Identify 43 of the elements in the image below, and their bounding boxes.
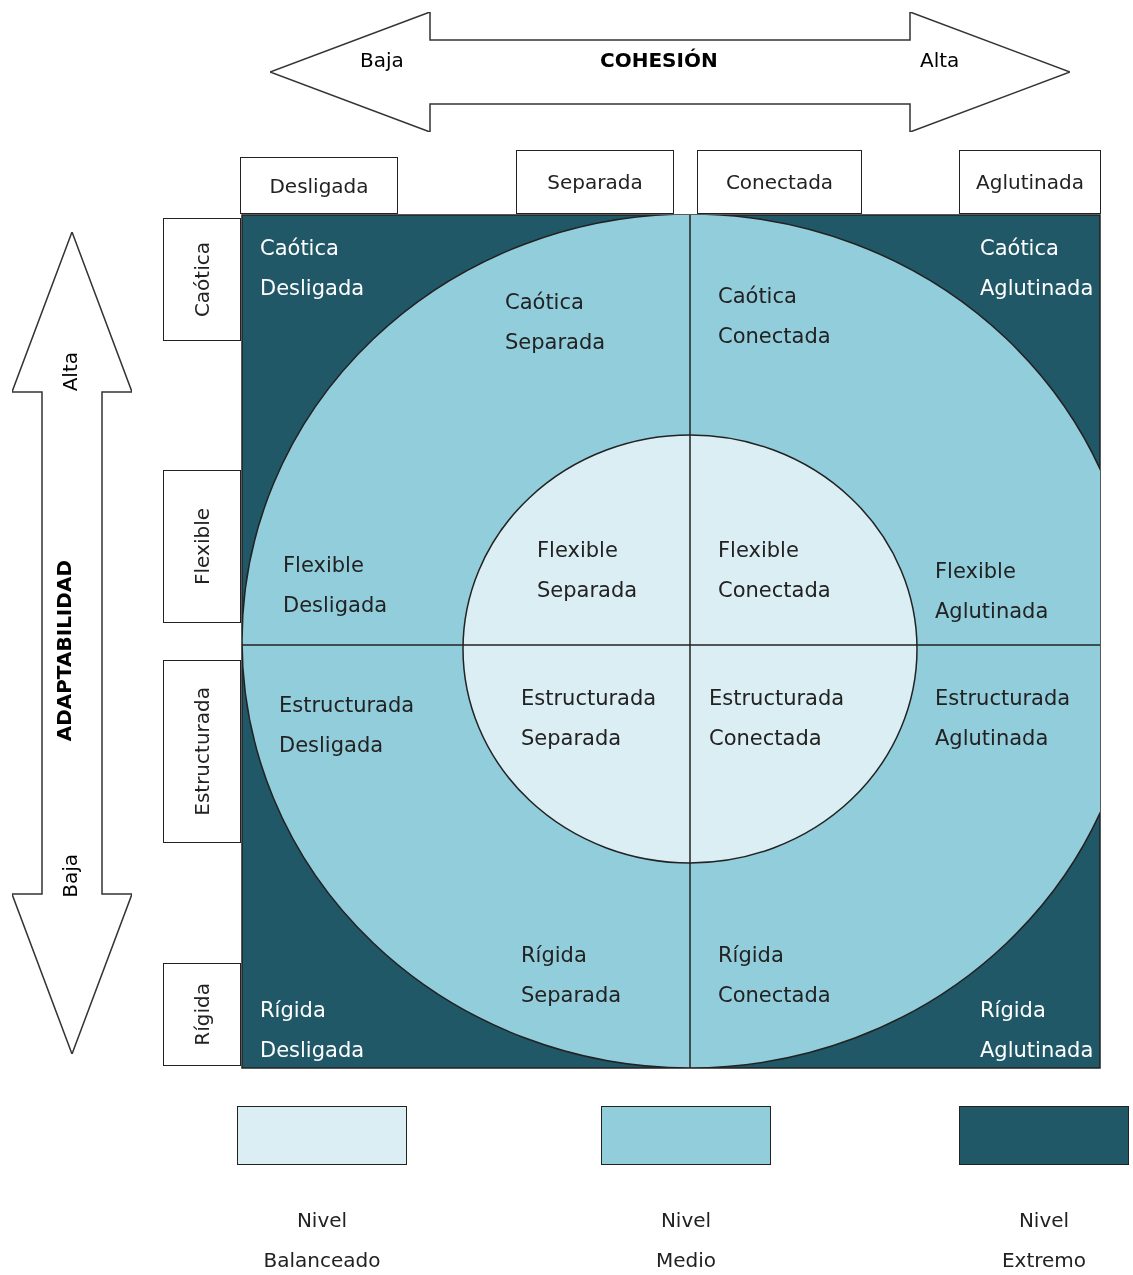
header-box	[163, 963, 241, 1066]
axis-end-label: Alta	[920, 48, 960, 72]
region-label: Rígida Separada	[521, 942, 622, 1009]
region-label: Estructurada Aglutinada	[935, 685, 1071, 752]
axis-end-label: Baja	[58, 854, 82, 898]
region-label: Estructurada Separada	[521, 685, 657, 752]
region-label: Caótica Separada	[505, 289, 606, 356]
region-label: Flexible Conectada	[718, 537, 831, 604]
region-label: Caótica Aglutinada	[980, 235, 1094, 302]
header-text: Rígida	[190, 983, 214, 1046]
region-label: Caótica Desligada	[260, 235, 365, 302]
legend-text: Nivel Balanceado	[263, 1207, 381, 1274]
region-label: Rígida Desligada	[260, 997, 365, 1064]
region-label: Estructurada Desligada	[279, 692, 415, 759]
axis-end-label: Baja	[360, 48, 404, 72]
legend-text: Nivel Extremo	[1001, 1207, 1087, 1274]
region-label: Flexible Separada	[537, 537, 638, 604]
header-box	[163, 470, 241, 623]
axis-end-label: Alta	[58, 352, 82, 392]
header-text: Caótica	[190, 241, 214, 318]
region-label: Caótica Conectada	[718, 283, 831, 350]
region-label: Estructurada Conectada	[709, 685, 845, 752]
header-text: Aglutinada	[976, 170, 1084, 194]
region-label: Rígida Aglutinada	[980, 997, 1094, 1064]
header-box	[959, 150, 1101, 214]
header-text: Desligada	[269, 173, 369, 198]
header-text: Flexible	[190, 508, 214, 585]
header-text: Separada	[547, 170, 643, 194]
axis-title: ADAPTABILIDAD	[52, 560, 76, 742]
region-label: Flexible Desligada	[283, 552, 388, 619]
header-box	[240, 157, 398, 214]
header-box	[516, 150, 674, 214]
region-label: Flexible Aglutinada	[935, 558, 1049, 625]
legend-text: Nivel Medio	[656, 1207, 716, 1274]
axis-title: COHESIÓN	[600, 48, 718, 72]
header-box	[697, 150, 862, 214]
header-box	[163, 660, 241, 843]
region-label: Rígida Conectada	[718, 942, 831, 1009]
header-text: Conectada	[725, 170, 834, 194]
header-box	[163, 218, 241, 341]
double-arrow	[270, 12, 1070, 132]
double-arrow	[12, 232, 132, 1054]
header-text: Estructurada	[190, 687, 214, 816]
